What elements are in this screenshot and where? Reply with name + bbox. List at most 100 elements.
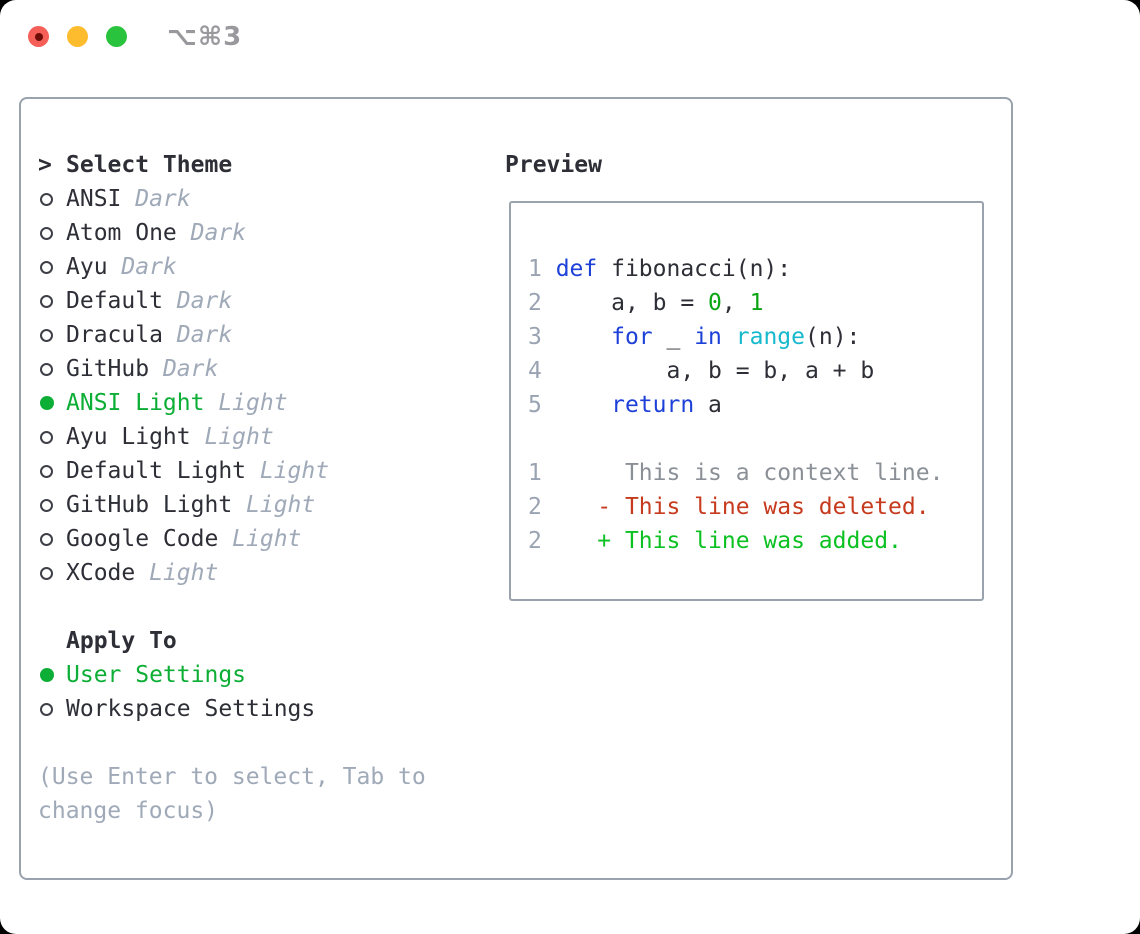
code-line: 2 - This line was deleted. [528, 490, 982, 524]
radio-icon [40, 464, 53, 478]
radio-marker [38, 294, 66, 308]
option-variant-label: Dark [135, 186, 191, 212]
radio-selected-icon [40, 396, 54, 410]
apply-option[interactable]: Workspace Settings [38, 692, 426, 726]
zoom-icon[interactable] [106, 26, 127, 47]
option-variant-label: Light [259, 458, 330, 484]
radio-marker [38, 566, 66, 580]
option-variant-label: Dark [121, 254, 177, 280]
theme-option[interactable]: Ayu Dark [38, 250, 426, 284]
option-label: GitHub Light [66, 492, 233, 518]
line-number: 2 [528, 494, 542, 520]
apply-option[interactable]: User Settings [38, 658, 426, 692]
code-line: 2 + This line was added. [528, 524, 982, 558]
line-number: 2 [528, 290, 542, 316]
radio-marker [38, 702, 66, 716]
option-label: GitHub [66, 356, 150, 382]
option-label: Atom One [66, 220, 177, 246]
option-variant-label: Light [204, 424, 274, 450]
option-label: Ayu Light [66, 424, 191, 450]
option-label: Dracula [66, 322, 163, 348]
code-line: 5 return a [528, 388, 982, 422]
code-token: 1 [749, 290, 764, 316]
prompt-arrow-icon: > [38, 152, 52, 178]
window-shortcut-label: ⌥⌘3 [167, 22, 243, 52]
radio-marker [38, 430, 66, 444]
code-line: 3 for _ in range(n): [528, 320, 982, 354]
code-line: 1 This is a context line. [528, 456, 982, 490]
close-icon[interactable] [28, 26, 49, 47]
radio-marker [38, 532, 66, 546]
radio-icon [40, 566, 53, 580]
line-number: 5 [528, 392, 542, 418]
radio-icon [40, 702, 53, 716]
radio-marker [38, 668, 66, 682]
theme-list-header: > Select Theme [38, 148, 426, 182]
option-label: User Settings [66, 662, 247, 688]
code-token: , [721, 290, 750, 316]
option-variant-label: Dark [176, 288, 233, 314]
titlebar [28, 26, 127, 47]
code-line [528, 422, 982, 456]
radio-icon [40, 362, 53, 376]
code-token [556, 392, 611, 418]
radio-icon [40, 192, 53, 206]
radio-marker [38, 260, 66, 274]
radio-icon [40, 328, 53, 342]
radio-marker [38, 192, 66, 206]
code-token [556, 324, 611, 350]
code-token: - This line was deleted. [555, 494, 930, 520]
minimize-icon[interactable] [67, 26, 88, 47]
line-number: 2 [528, 528, 542, 554]
code-token: This is a context line. [555, 460, 944, 486]
option-variant-label: Dark [162, 356, 219, 382]
hint-line: change focus) [38, 798, 219, 824]
radio-icon [40, 294, 53, 308]
radio-marker [38, 328, 66, 342]
code-token: in [694, 324, 722, 350]
code-token: 0 [708, 290, 722, 316]
option-label: Ayu [66, 254, 108, 280]
option-label: XCode [66, 560, 136, 586]
theme-option[interactable]: Google Code Light [38, 522, 426, 556]
code-token: + This line was added. [555, 528, 902, 554]
radio-marker [38, 464, 66, 478]
line-number: 1 [528, 256, 542, 282]
preview-title: Preview [505, 152, 602, 178]
hint-line: (Use Enter to select, Tab to [38, 764, 426, 790]
option-variant-label: Light [232, 526, 302, 552]
code-token: (n): [805, 324, 861, 350]
code-token: _ [652, 324, 695, 350]
radio-marker [38, 396, 66, 410]
radio-icon [40, 498, 53, 512]
radio-marker [38, 498, 66, 512]
radio-icon [40, 226, 53, 240]
radio-icon [40, 260, 53, 274]
apply-to-title: Apply To [66, 628, 177, 654]
theme-list-title: Select Theme [66, 152, 233, 178]
code-line: 4 a, b = b, a + b [528, 354, 982, 388]
option-label: ANSI Light [66, 390, 205, 416]
theme-option[interactable]: GitHub Dark [38, 352, 426, 386]
radio-marker [38, 226, 66, 240]
apply-to-header: Apply To [38, 624, 426, 658]
hint-text: (Use Enter to select, Tab to change focus… [38, 760, 426, 828]
theme-option[interactable]: Ayu Light Light [38, 420, 426, 454]
code-token: for [611, 324, 653, 350]
option-label: Google Code [66, 526, 219, 552]
code-token: return [611, 392, 695, 418]
